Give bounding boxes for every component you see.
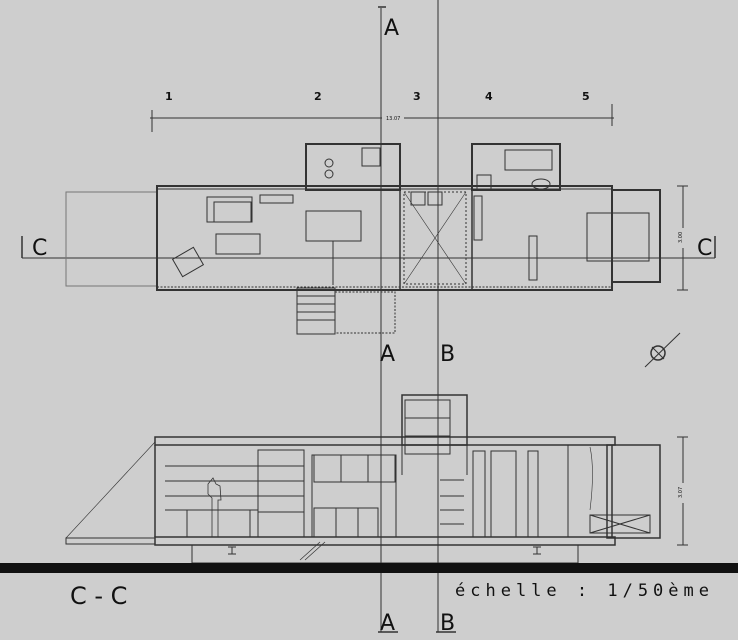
marker-c-left: C xyxy=(32,236,47,261)
marker-a-bottom: A xyxy=(380,611,395,636)
grid-number-3: 3 xyxy=(413,90,421,103)
grid-number-4: 4 xyxy=(485,90,493,103)
dimension-width-text: 3.00 xyxy=(678,232,684,243)
grid-number-1: 1 xyxy=(165,90,173,103)
ground-line xyxy=(0,563,738,573)
marker-b-mid: B xyxy=(440,342,455,367)
section-height-dimension xyxy=(677,436,688,546)
scale-label: échelle : 1/50ème xyxy=(455,581,714,601)
marker-c-right: C xyxy=(697,236,712,261)
grid-number-5: 5 xyxy=(582,90,590,103)
section-title: C - C xyxy=(70,582,127,610)
floor-plan xyxy=(65,143,661,335)
dimension-height-text: 3.07 xyxy=(678,487,684,498)
marker-a-top: A xyxy=(384,16,399,41)
plan-dimension-line xyxy=(150,104,614,132)
grid-number-2: 2 xyxy=(314,90,322,103)
north-arrow-icon xyxy=(644,332,681,368)
section-c-c xyxy=(65,394,661,564)
marker-b-bottom: B xyxy=(440,611,455,636)
marker-a-mid: A xyxy=(380,342,395,367)
width-dimension-line xyxy=(677,185,688,291)
dimension-length-text: 13.07 xyxy=(386,116,400,122)
